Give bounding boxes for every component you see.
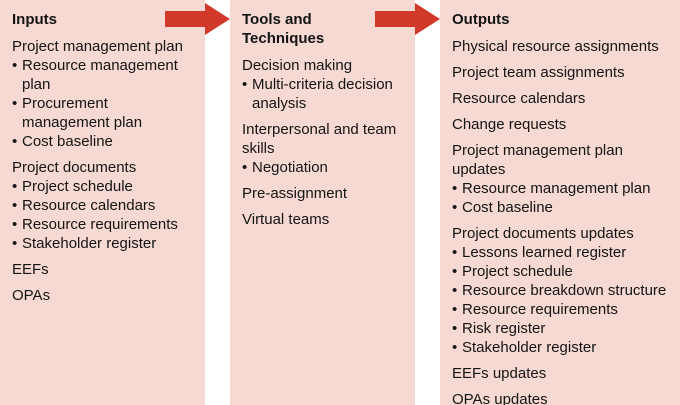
group-label: Physical resource assignments	[452, 38, 659, 55]
group-eefs-updates: EEFs updates	[452, 364, 676, 383]
group-project-management-plan: Project management plan • Resource manag…	[12, 37, 201, 151]
bullet-text: Resource calendars	[22, 197, 156, 214]
bullet-text: Stakeholder register	[462, 339, 597, 356]
panel-title-tools-and-techniques: Tools and Techniques	[242, 11, 325, 47]
panel-title-inputs: Inputs	[12, 11, 57, 28]
bullet-dot: •	[12, 197, 18, 214]
group-opas: OPAs	[12, 286, 201, 305]
bullet-dot: •	[452, 282, 458, 299]
bullet-item: • Negotiation	[242, 158, 411, 177]
bullet-text: Negotiation	[252, 159, 328, 176]
group-resource-calendars: Resource calendars	[452, 89, 676, 108]
group-label: Change requests	[452, 116, 567, 133]
group-label: EEFs updates	[452, 365, 547, 382]
bullet-dot: •	[12, 133, 18, 150]
group-label: Decision making	[242, 57, 353, 74]
group-virtual-teams: Virtual teams	[242, 210, 411, 229]
panel-title-outputs: Outputs	[452, 11, 510, 28]
group-eefs: EEFs	[12, 260, 201, 279]
tools-and-techniques-panel: Tools and Techniques Decision making • M…	[230, 0, 415, 405]
group-label: Project team assignments	[452, 64, 625, 81]
bullet-text: Project schedule	[462, 263, 573, 280]
group-label: OPAs	[12, 287, 51, 304]
bullet-item: • Risk register	[452, 319, 676, 338]
group-project-documents-updates: Project documents updates • Lessons lear…	[452, 224, 676, 357]
bullet-item: • Resource requirements	[12, 215, 201, 234]
group-label: Project management plan updates	[452, 142, 623, 178]
bullet-dot: •	[452, 199, 458, 216]
bullet-dot: •	[452, 301, 458, 318]
bullet-item: • Stakeholder register	[452, 338, 676, 357]
bullet-text: Resource requirements	[462, 301, 618, 318]
group-decision-making: Decision making • Multi-criteria decisio…	[242, 56, 411, 113]
group-label: OPAs updates	[452, 391, 548, 405]
bullet-item: • Procurement management plan	[12, 94, 201, 132]
bullet-dot: •	[12, 216, 18, 233]
group-project-team-assignments: Project team assignments	[452, 63, 676, 82]
bullet-text: Project schedule	[22, 178, 133, 195]
bullet-item: • Resource management plan	[452, 179, 676, 198]
bullet-text: Resource management plan	[462, 180, 651, 197]
group-label: Project documents	[12, 159, 137, 176]
bullet-dot: •	[452, 244, 458, 261]
group-label: Project management plan	[12, 38, 183, 55]
bullet-text: Procurement management plan	[22, 95, 143, 131]
bullet-item: • Multi-criteria decision analysis	[242, 75, 411, 113]
group-label: Resource calendars	[452, 90, 586, 107]
group-label: Pre-assignment	[242, 185, 348, 202]
group-label: EEFs	[12, 261, 49, 278]
bullet-dot: •	[242, 159, 248, 176]
group-label: Interpersonal and team skills	[242, 121, 397, 157]
bullet-dot: •	[12, 57, 18, 74]
bullet-item: • Lessons learned register	[452, 243, 676, 262]
bullet-dot: •	[12, 95, 18, 112]
bullet-dot: •	[452, 339, 458, 356]
inputs-panel: Inputs Project management plan • Resourc…	[0, 0, 205, 405]
bullet-text: Resource requirements	[22, 216, 178, 233]
group-project-documents: Project documents • Project schedule • R…	[12, 158, 201, 253]
bullet-text: Multi-criteria decision analysis	[252, 76, 393, 112]
group-project-management-plan-updates: Project management plan updates • Resour…	[452, 141, 676, 217]
group-physical-resource-assignments: Physical resource assignments	[452, 37, 676, 56]
bullet-item: • Stakeholder register	[12, 234, 201, 253]
bullet-item: • Project schedule	[452, 262, 676, 281]
group-pre-assignment: Pre-assignment	[242, 184, 411, 203]
group-interpersonal-and-team-skills: Interpersonal and team skills • Negotiat…	[242, 120, 411, 177]
bullet-text: Cost baseline	[462, 199, 553, 216]
group-label: Project documents updates	[452, 225, 634, 242]
outputs-panel: Outputs Physical resource assignments Pr…	[440, 0, 680, 405]
bullet-item: • Cost baseline	[12, 132, 201, 151]
bullet-text: Cost baseline	[22, 133, 113, 150]
bullet-dot: •	[452, 263, 458, 280]
bullet-text: Lessons learned register	[462, 244, 627, 261]
bullet-dot: •	[452, 180, 458, 197]
bullet-text: Resource breakdown structure	[462, 282, 667, 299]
bullet-item: • Resource breakdown structure	[452, 281, 676, 300]
group-label: Virtual teams	[242, 211, 330, 228]
bullet-item: • Project schedule	[12, 177, 201, 196]
bullet-dot: •	[452, 320, 458, 337]
bullet-item: • Resource requirements	[452, 300, 676, 319]
bullet-item: • Cost baseline	[452, 198, 676, 217]
bullet-dot: •	[12, 235, 18, 252]
bullet-text: Stakeholder register	[22, 235, 157, 252]
bullet-dot: •	[12, 178, 18, 195]
group-opas-updates: OPAs updates	[452, 390, 676, 405]
bullet-text: Risk register	[462, 320, 546, 337]
bullet-text: Resource management plan	[22, 57, 178, 93]
arrow-right-icon	[165, 3, 230, 35]
bullet-item: • Resource management plan	[12, 56, 201, 94]
arrow-right-icon	[375, 3, 440, 35]
bullet-item: • Resource calendars	[12, 196, 201, 215]
bullet-dot: •	[242, 76, 248, 93]
group-change-requests: Change requests	[452, 115, 676, 134]
